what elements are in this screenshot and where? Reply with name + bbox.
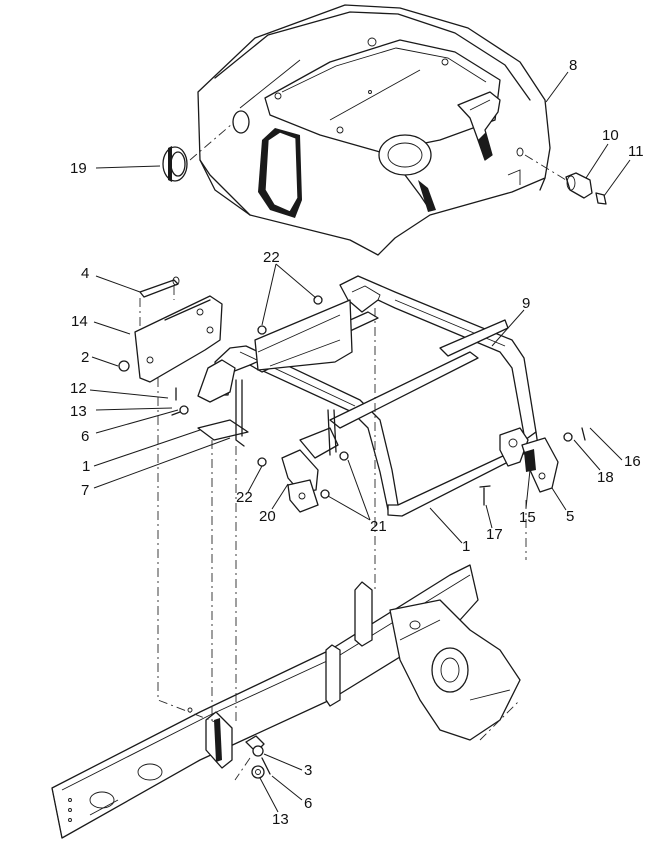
callout-5: 5 — [566, 508, 574, 525]
callout-6-lower: 6 — [304, 795, 312, 812]
fasteners — [118, 295, 586, 506]
lower-hinge-fasteners — [251, 745, 271, 779]
callout-21: 21 — [370, 518, 387, 535]
phantom-lines — [139, 286, 527, 781]
callout-labels: 8 10 11 19 22 4 9 14 2 12 13 6 16 18 1 7… — [70, 57, 644, 828]
callout-13-upper: 13 — [70, 403, 87, 420]
callout-20: 20 — [259, 508, 276, 525]
callout-1-right: 1 — [462, 538, 470, 555]
callout-8: 8 — [569, 57, 577, 74]
fender-shell — [197, 4, 551, 256]
callout-10: 10 — [602, 127, 619, 144]
mounting-frame — [197, 275, 559, 517]
callout-17: 17 — [486, 526, 503, 543]
callout-14: 14 — [71, 313, 88, 330]
callout-16: 16 — [624, 453, 641, 470]
callout-22-top: 22 — [263, 249, 280, 266]
callout-9: 9 — [522, 295, 530, 312]
left-hinge-bracket — [134, 276, 223, 383]
leader-lines — [89, 71, 631, 813]
grommet — [162, 123, 233, 182]
callout-12: 12 — [70, 380, 87, 397]
callout-4: 4 — [81, 265, 89, 282]
callout-15: 15 — [519, 509, 536, 526]
callout-19: 19 — [70, 160, 87, 177]
callout-7: 7 — [81, 482, 89, 499]
callout-13-lower: 13 — [272, 811, 289, 828]
chassis-frame — [51, 564, 521, 839]
callout-2: 2 — [81, 349, 89, 366]
callout-18: 18 — [597, 469, 614, 486]
callout-6-upper: 6 — [81, 428, 89, 445]
callout-22-lower: 22 — [236, 489, 253, 506]
callout-11: 11 — [628, 143, 644, 160]
callout-3: 3 — [304, 762, 312, 779]
callout-1-left: 1 — [82, 458, 90, 475]
knob-assembly — [524, 154, 607, 205]
